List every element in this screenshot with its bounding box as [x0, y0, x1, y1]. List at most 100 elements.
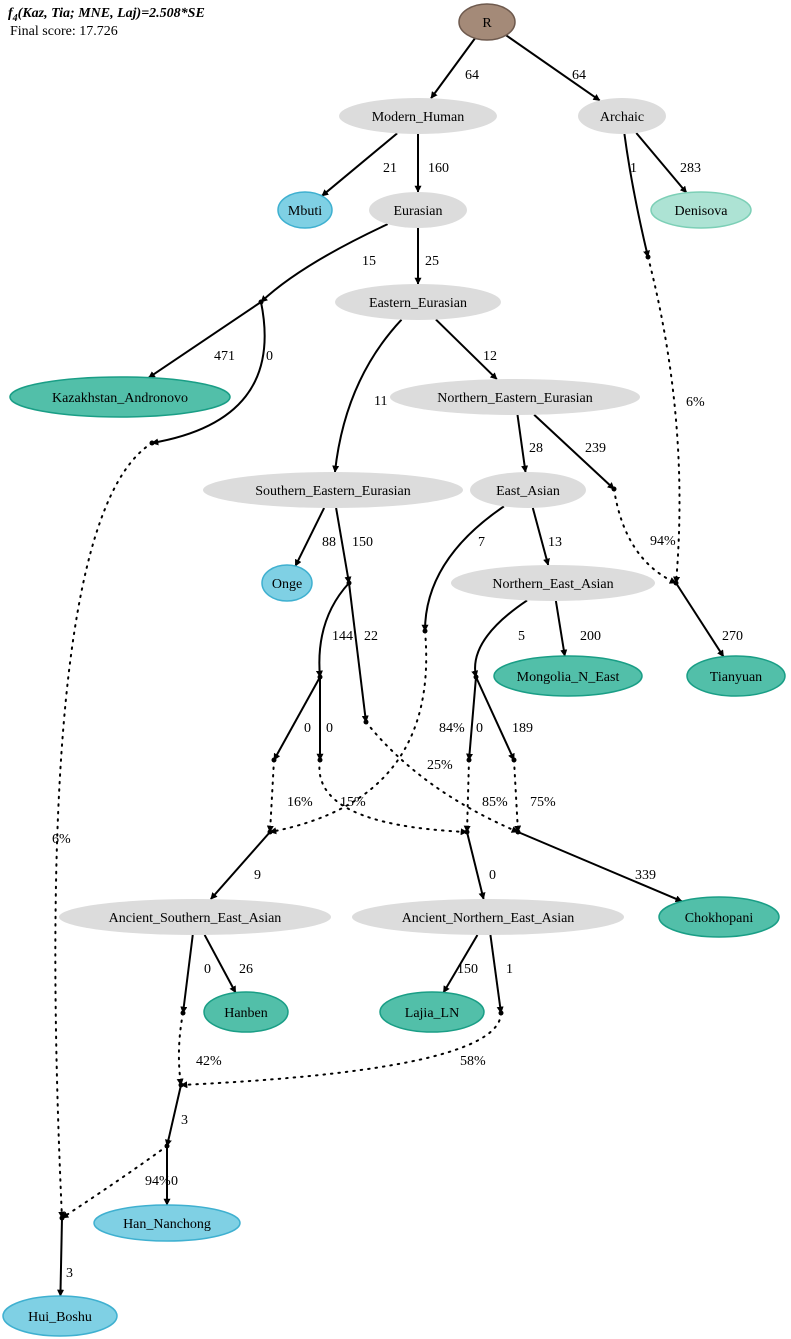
junction-point [464, 829, 470, 835]
node-label: Ancient_Northern_East_Asian [402, 911, 575, 926]
edge-tianyuan_adm-to-tianyuan [675, 582, 725, 658]
junction-point [164, 1143, 170, 1149]
junction-point [611, 486, 617, 492]
node-shape [369, 192, 467, 228]
node-shape [339, 98, 497, 134]
edge-southern_eastern_eurasian-to-see_split [335, 507, 352, 584]
edge-asea_split-to-hn_adm [176, 1012, 184, 1086]
edge-northern_east_asian-to-nea_split [471, 599, 528, 678]
edge-label: 0 [326, 721, 333, 736]
statistic-symbol: f [8, 6, 13, 21]
node-ancient-southern-east-asian: Ancient_Southern_East_Asian [59, 899, 331, 935]
node-southern-eastern-eurasian: Southern_Eastern_Eurasian [203, 472, 463, 508]
edge-nee_split-to-tianyuan_adm [613, 488, 677, 584]
node-eastern-eurasian: Eastern_Eurasian [335, 284, 501, 320]
edge-archaic-to-archaic_split [623, 133, 650, 258]
node-shape [650, 191, 752, 229]
edge-s144-to-s144a [273, 676, 321, 761]
node-label: Han_Nanchong [123, 1217, 211, 1232]
node-kazakhstan-andronovo: Kazakhstan_Andronovo [9, 376, 231, 418]
edge-label: 94% [145, 1174, 171, 1189]
edge-label: 85% [482, 795, 508, 810]
node-label: Denisova [675, 204, 729, 219]
edge-hn_adm-to-hn_split [164, 1084, 182, 1147]
junction-point [59, 1215, 65, 1221]
edge-label: 150 [457, 962, 478, 977]
edge-eurasian_split-to-kaz_pass [151, 301, 266, 446]
edge-label: 1 [506, 962, 513, 977]
edge-nea_split-to-n189 [475, 676, 515, 761]
edge-label: 270 [722, 629, 743, 644]
edge-ea_split-to-asea_adm [269, 630, 428, 835]
edge-label: 239 [585, 441, 606, 456]
edge-northern_eastern_eurasian-to-east_asian [516, 414, 529, 473]
node-label: Northern_Eastern_Eurasian [437, 391, 593, 406]
node-modern-human: Modern_Human [339, 98, 497, 134]
edge-asea_adm-to-ancient_southern_east_asian [210, 831, 271, 900]
edge-kaz_pass-to-hb_adm [54, 442, 153, 1219]
node-denisova: Denisova [650, 191, 752, 229]
node-hui-boshu: Hui_Boshu [2, 1295, 118, 1337]
edge-label: 64 [572, 68, 586, 83]
edge-east_asian-to-ea_split [421, 505, 505, 632]
edge-label: 0 [476, 721, 483, 736]
edge-label: 11 [374, 394, 387, 409]
junction-point [317, 757, 323, 763]
node-label: Onge [272, 577, 302, 592]
node-mbuti: Mbuti [277, 191, 333, 229]
edge-label: 58% [460, 1054, 486, 1069]
edge-label: 0 [304, 721, 311, 736]
edge-label: 0 [171, 1174, 178, 1189]
node-shape [203, 472, 463, 508]
edge-label: 0 [266, 349, 273, 364]
node-shape [277, 191, 333, 229]
node-northern-eastern-eurasian: Northern_Eastern_Eurasian [390, 379, 640, 415]
node-shape [658, 896, 780, 938]
node-chokhopani: Chokhopani [658, 896, 780, 938]
edge-northern_eastern_eurasian-to-nee_split [533, 414, 615, 490]
edge-label: 1 [630, 161, 637, 176]
edge-s144a-to-asea_adm [266, 759, 275, 833]
node-shape [379, 991, 485, 1033]
edge-modern_human-to-mbuti [321, 132, 398, 197]
edge-label: 0 [204, 962, 211, 977]
edge-label: 16% [287, 795, 313, 810]
junction-point [466, 757, 472, 763]
node-label: East_Asian [496, 484, 560, 499]
edge-chok_adm-to-chokhopani [517, 831, 683, 903]
node-shape [352, 899, 624, 935]
junction-point [346, 580, 352, 586]
edge-label: 15% [340, 795, 366, 810]
node-label: Northern_East_Asian [492, 577, 613, 592]
edge-n189-to-chok_adm [513, 759, 522, 833]
edge-eurasian-to-eurasian_split [260, 223, 389, 303]
edge-hn_split-to-hb_adm [61, 1145, 168, 1219]
junction-point [515, 829, 521, 835]
edge-see_split-to-s22 [348, 582, 369, 723]
node-label: Hanben [224, 1006, 268, 1021]
edge-label: 0 [489, 868, 496, 883]
edge-label: 21 [383, 161, 397, 176]
edge-label: 88 [322, 535, 336, 550]
statistic-line: f4(Kaz, Tia; MNE, Laj)=2.508*SE [8, 6, 205, 24]
node-northern-east-asian: Northern_East_Asian [451, 565, 655, 601]
junction-point [267, 829, 273, 835]
edge-label: 22 [364, 629, 378, 644]
edge-ancient_northern_east_asian-to-lajia_ln [442, 934, 479, 994]
node-hanben: Hanben [203, 991, 289, 1033]
node-shape [686, 655, 786, 697]
junction-point [645, 254, 651, 260]
node-ancient-northern-east-asian: Ancient_Northern_East_Asian [352, 899, 624, 935]
node-shape [458, 3, 516, 41]
junction-point [422, 628, 428, 634]
node-label: Kazakhstan_Andronovo [52, 391, 188, 406]
node-label: Southern_Eastern_Eurasian [255, 484, 411, 499]
junction-point [473, 674, 479, 680]
edge-label: 471 [214, 349, 235, 364]
statistic-text: (Kaz, Tia; MNE, Laj)=2.508*SE [17, 6, 205, 21]
node-label: R [482, 16, 492, 31]
node-shape [578, 98, 666, 134]
node-shape [203, 991, 289, 1033]
